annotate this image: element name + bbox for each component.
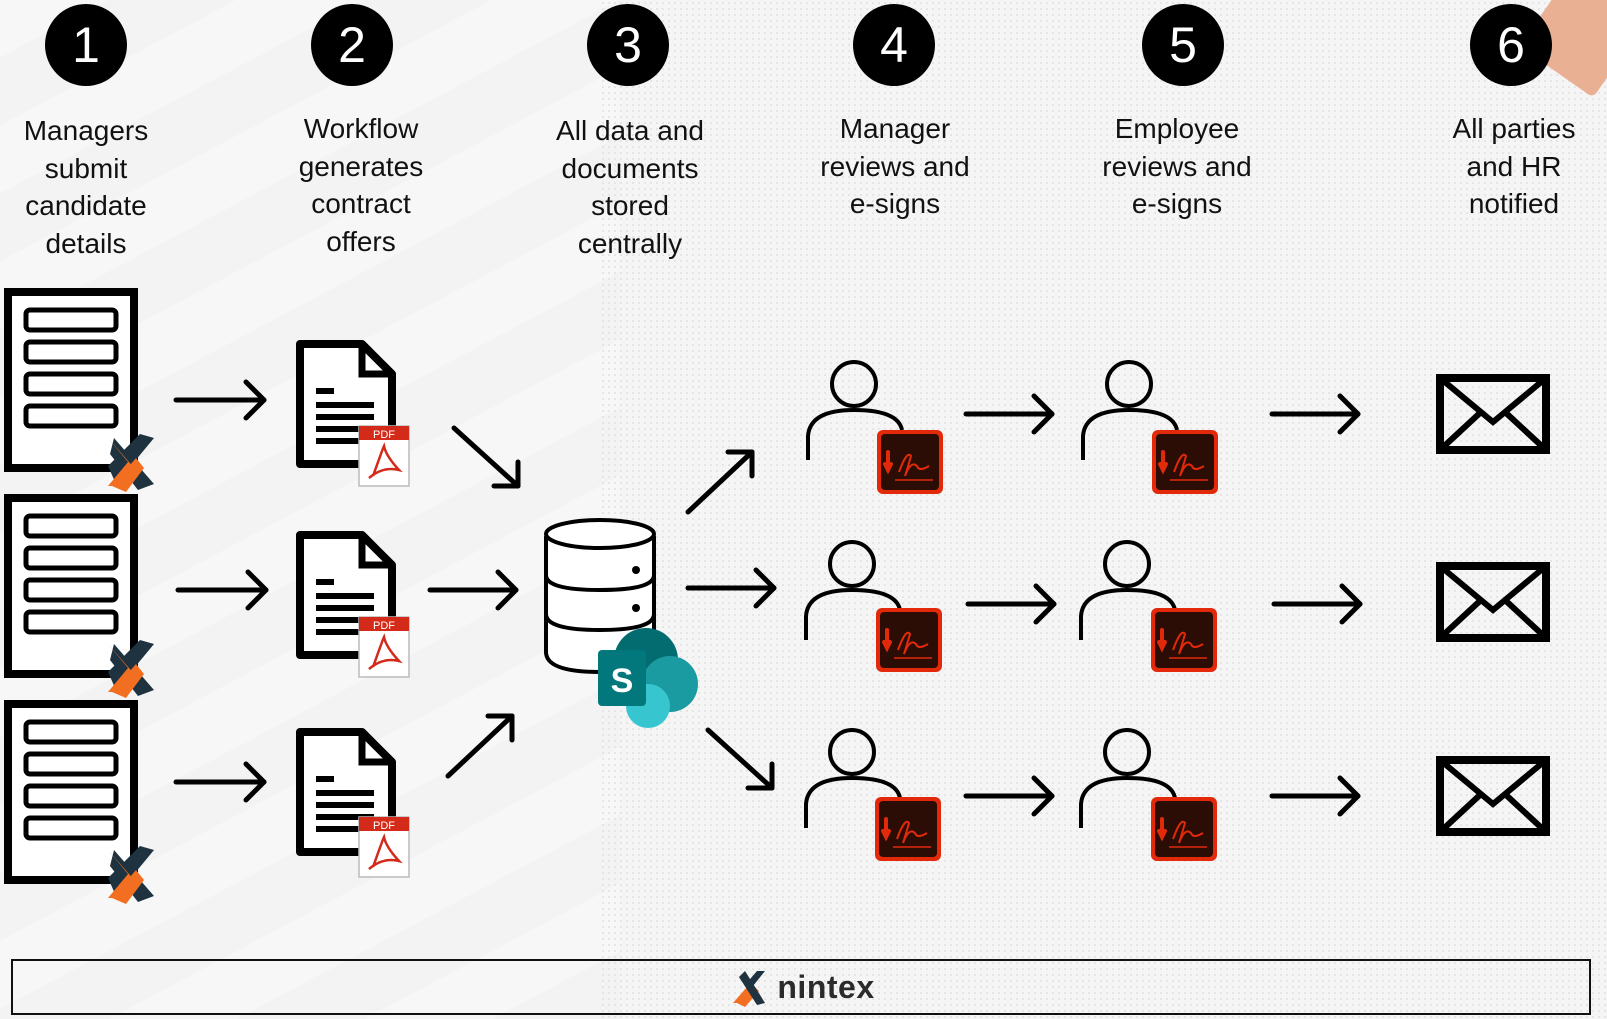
arrow-icon [963,393,1055,435]
pdf-label: PDF [373,429,395,441]
footer-brand: nintex [777,968,875,1005]
step-number-badge: 4 [853,4,935,86]
adobe-sign-icon [875,428,945,496]
step-number-badge: 5 [1142,4,1224,86]
sharepoint-icon: S [598,628,698,728]
nintex-logo [733,971,766,1007]
arrow-icon [685,567,777,609]
envelope-icon [1440,760,1546,832]
adobe-sign-icon [874,606,944,674]
arrow-icon [1269,393,1361,435]
arrow-icon [173,379,267,421]
step-number-badge: 6 [1470,4,1552,86]
arrow-icon [685,449,755,515]
arrow-icon [963,775,1055,817]
form-icon [8,498,154,698]
step-number-badge: 3 [587,4,669,86]
adobe-sign-icon [1150,428,1220,496]
arrow-icon [705,727,775,791]
adobe-sign-icon [873,795,943,863]
form-icon [8,704,154,904]
arrow-icon [175,569,269,611]
pdf-label: PDF [373,820,395,832]
adobe-sign-icon [1149,606,1219,674]
step-number-badge: 2 [311,4,393,86]
pdf-label: PDF [373,620,395,632]
arrow-icon [965,583,1057,625]
background-texture [600,0,1607,1019]
arrow-icon [173,761,267,803]
adobe-sign-icon [1149,795,1219,863]
step-number-badge: 1 [45,4,127,86]
arrow-icon [451,425,521,489]
envelope-icon [1440,566,1546,638]
arrow-icon [427,569,519,611]
arrow-icon [1271,583,1363,625]
envelope-icon [1440,378,1546,450]
arrow-icon [445,713,515,779]
sharepoint-letter: S [611,662,634,700]
arrow-icon [1269,775,1361,817]
footer-banner: nintex [11,959,1591,1015]
form-icon [8,292,154,492]
